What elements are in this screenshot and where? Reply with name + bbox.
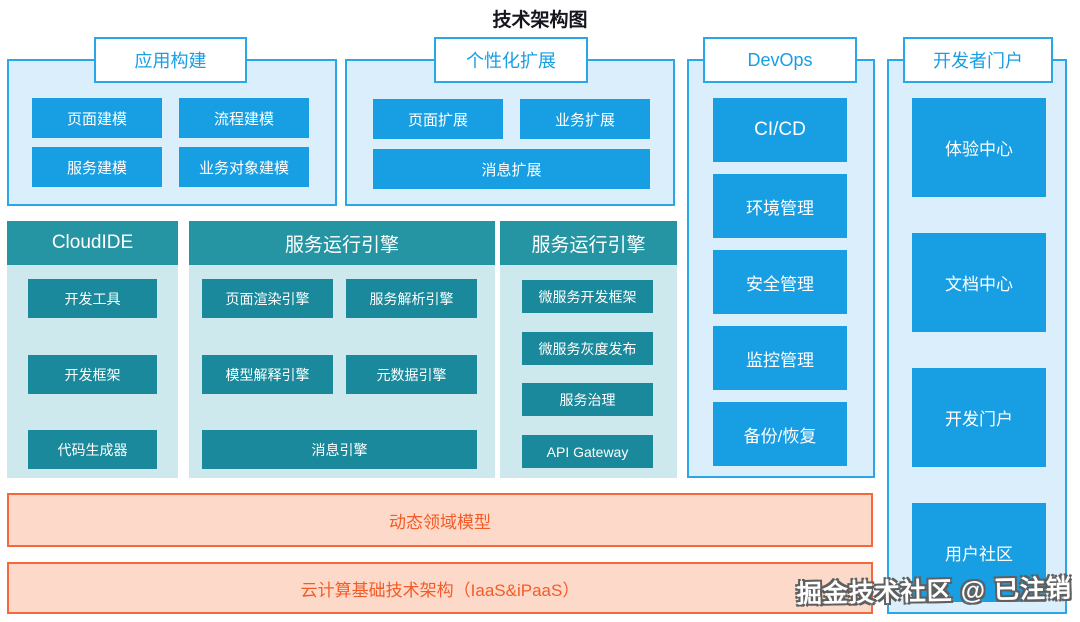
item-experience-center: 体验中心 xyxy=(912,98,1046,197)
item-security-management: 安全管理 xyxy=(713,250,847,314)
item-service-governance: 服务治理 xyxy=(522,383,653,416)
item-message-engine: 消息引擎 xyxy=(202,430,477,469)
header-cloud-ide: CloudIDE xyxy=(7,221,178,265)
item-env-management: 环境管理 xyxy=(713,174,847,238)
header-service-engine-right: 服务运行引擎 xyxy=(500,221,677,265)
tab-dev-portal: 开发者门户 xyxy=(903,37,1053,83)
item-page-modeling: 页面建模 xyxy=(32,98,162,138)
item-page-extension: 页面扩展 xyxy=(373,99,503,139)
item-doc-center: 文档中心 xyxy=(912,233,1046,332)
item-dev-tools: 开发工具 xyxy=(28,279,157,318)
cloud-infra-bar: 云计算基础技术架构（IaaS&iPaaS） xyxy=(7,562,873,614)
item-page-render-engine: 页面渲染引擎 xyxy=(202,279,333,318)
watermark-text: 掘金技术社区 @ 已注销 xyxy=(796,574,1073,609)
item-flow-modeling: 流程建模 xyxy=(179,98,309,138)
item-service-modeling: 服务建模 xyxy=(32,147,162,187)
page-title: 技术架构图 xyxy=(492,10,588,31)
header-service-engine-left: 服务运行引擎 xyxy=(189,221,495,265)
item-model-interpret-engine: 模型解释引擎 xyxy=(202,355,333,394)
item-dev-framework: 开发框架 xyxy=(28,355,157,394)
item-metadata-engine: 元数据引擎 xyxy=(346,355,477,394)
item-code-generator: 代码生成器 xyxy=(28,430,157,469)
tab-app-build: 应用构建 xyxy=(94,37,247,83)
domain-model-bar: 动态领域模型 xyxy=(7,493,873,547)
item-business-object-modeling: 业务对象建模 xyxy=(179,147,309,187)
item-service-parse-engine: 服务解析引擎 xyxy=(346,279,477,318)
item-microservice-dev-framework: 微服务开发框架 xyxy=(522,280,653,313)
tab-personalization: 个性化扩展 xyxy=(434,37,588,83)
tab-devops: DevOps xyxy=(703,37,857,83)
item-api-gateway: API Gateway xyxy=(522,435,653,468)
item-message-extension: 消息扩展 xyxy=(373,149,650,189)
item-user-community: 用户社区 xyxy=(912,503,1046,602)
item-backup-recovery: 备份/恢复 xyxy=(713,402,847,466)
item-business-extension: 业务扩展 xyxy=(520,99,650,139)
item-microservice-gray-release: 微服务灰度发布 xyxy=(522,332,653,365)
item-monitoring-management: 监控管理 xyxy=(713,326,847,390)
item-dev-portal: 开发门户 xyxy=(912,368,1046,467)
item-cicd: CI/CD xyxy=(713,98,847,162)
